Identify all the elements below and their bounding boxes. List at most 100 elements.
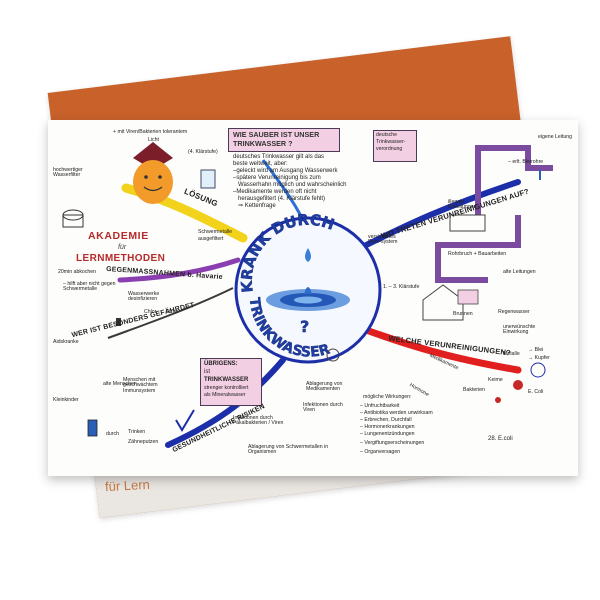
uebrigens-line: ist xyxy=(204,369,210,375)
note-ablagerung-medi: Ablagerung von Medikamenten xyxy=(306,381,343,393)
sauber-line: herausgefiltert (4. Klärstufe fehlt) xyxy=(238,196,326,202)
note-ausgefiltert: ausgefiltert xyxy=(198,236,224,242)
verordnung-line: Trinkwasser- xyxy=(376,139,406,145)
sauber-line: ⇒ Kettenfrage xyxy=(238,203,276,209)
note-keime: Keime xyxy=(488,377,503,383)
note-alte: alte Menschen xyxy=(103,381,137,387)
note-erlt: – erlt. Bleirohre xyxy=(508,159,544,165)
branch-sauber-ribbon xyxy=(261,159,305,221)
note-blei: → Blei xyxy=(528,347,544,353)
water-drop-icon xyxy=(305,248,311,262)
wirkung-item: – Hormonerkrankungen xyxy=(360,424,415,430)
note-eigene: eigene Leitung xyxy=(538,134,573,140)
pot-icon xyxy=(62,214,84,228)
note-infektionen: Infektionen durch Fäkalbakterien / Viren xyxy=(233,415,284,427)
wirkung-item: – Unfruchtbarkeit xyxy=(360,403,400,409)
house-icon xyxy=(422,284,464,321)
note-illegale: illegale Einleitungen xyxy=(448,199,477,211)
logo-line1: AKADEMIE xyxy=(88,230,149,242)
note-unerwuenscht: unerwünschte Einwirkung xyxy=(503,324,536,336)
glass-icon xyxy=(87,419,98,437)
logo-line2: LERNMETHODEN xyxy=(76,253,166,264)
uebrigens-line: ÜBRIGENS: xyxy=(204,361,238,367)
wirkung-item: – Antibiotika werden unwirksam xyxy=(360,410,433,416)
note-alte-leitungen: alte Leitungen xyxy=(503,269,536,275)
pipe-lower xyxy=(435,215,521,283)
sauber-line: beste weltweit, aber: xyxy=(233,161,288,167)
branch-risiken-ribbon xyxy=(165,357,286,448)
note-abkochen: 20min abkochen xyxy=(58,269,97,275)
note-moegliche: mögliche Wirkungen: xyxy=(363,394,412,400)
uebrigens-line: TRINKWASSER xyxy=(204,377,249,383)
note-chlor: Chlor xyxy=(144,309,157,315)
note-regenwasser: Regenwasser xyxy=(498,309,530,315)
sauber-line: –Medikamente werden oft nicht xyxy=(233,189,317,195)
note-rohrbruch: Rohrbruch + Bauarbeiten xyxy=(448,251,507,257)
note-immun: Menschen mit geschwächtem Immunsystem xyxy=(123,377,158,394)
sauber-line: Wasserhahn möglich und wahrscheinlich xyxy=(238,182,347,188)
branch-gefaehrdet-ribbon xyxy=(107,287,234,339)
wirkung-item: – Lungenentzündungen xyxy=(360,431,415,437)
pipe-upper xyxy=(475,145,553,215)
branch-gegen-ribbon xyxy=(117,257,241,283)
branch-auftreten-ribbon xyxy=(353,179,521,253)
note-wasserwerke: Wasserwerke desinfizieren xyxy=(128,291,160,303)
mindmap-drawing: KRANK DURCH TRINKWASSER xyxy=(62,142,553,448)
note-ozon: Ozon xyxy=(166,309,179,315)
note-brunnen: Brunnen xyxy=(453,311,473,317)
note-kupfer: → Kupfer xyxy=(528,355,550,361)
verordnung-line: deutsche xyxy=(376,132,398,138)
sauber-line: –spätere Verunreinigung bis zum xyxy=(233,175,321,181)
wirkung-item: – Erbrechen, Durchfall xyxy=(360,417,412,423)
verordnung-line: verordnung xyxy=(376,146,403,152)
bacteria-icon xyxy=(513,380,523,390)
uebrigens-line: als Mineralwasser xyxy=(204,392,246,398)
sauber-title: WIE SAUBER IST UNSER TRINKWASSER ? xyxy=(233,130,320,148)
mascot-face xyxy=(133,160,173,204)
note-schwermetalle: Schwermetalle xyxy=(198,229,233,235)
note-kleinkinder: Kleinkinder xyxy=(53,397,79,403)
building-icon xyxy=(449,214,486,232)
medicine-bottle-icon xyxy=(116,318,121,326)
note-klaerstufe: 1. – 3. Klärstufe xyxy=(383,284,420,290)
water-glass-icon xyxy=(200,169,216,189)
note-klaerstufe-top: (4. Klärstufe) xyxy=(188,149,218,155)
note-bakterien: Bakterien xyxy=(463,387,485,393)
note-coli: E. Coli xyxy=(528,389,544,395)
wirkung-item: – Vergiftungserscheinungen xyxy=(360,440,425,446)
wirkung-item: – Organversagen xyxy=(360,449,401,455)
center-question-mark: ? xyxy=(300,317,309,336)
splash-crown xyxy=(304,287,312,294)
checkmark-icon xyxy=(175,409,195,432)
note-hochwertig: hochwertiger Wasserfilter xyxy=(53,167,83,179)
splash-ripple-inner xyxy=(294,296,322,304)
sauber-line: deutsches Trinkwasser gilt als das xyxy=(233,154,325,160)
tank-icon xyxy=(457,289,479,305)
branch-welche-ribbon xyxy=(362,326,522,374)
mindmap-sheet: KRANK DURCH TRINKWASSER xyxy=(48,120,578,476)
note-trinken: Trinken xyxy=(128,429,146,435)
sauber-line: –geleckt wird am Ausgang Wasserwerk xyxy=(233,168,338,174)
note-metalle: Metalle xyxy=(503,351,520,357)
dropper-icon xyxy=(530,362,546,378)
note-hilft: – hilft aber nicht gegen Schwermetalle xyxy=(63,281,116,293)
mascot-eye-right xyxy=(158,175,162,179)
uebrigens-line: strenger kontrolliert xyxy=(204,385,249,391)
germ-icon xyxy=(495,397,501,403)
note-licht: Licht xyxy=(148,137,159,143)
logo-fuer: für xyxy=(118,244,127,251)
verordnung-box xyxy=(373,130,417,162)
note-viren: + mit Viren/Bakterien tolerantem xyxy=(113,129,188,135)
sauber-title-box xyxy=(228,128,340,152)
note-ablagerung-schwer: Ablagerung von Schwermetallen in Organis… xyxy=(248,444,329,456)
warning-circle-icon xyxy=(326,348,340,362)
note-infektionen-viren: Infektionen durch Viren xyxy=(303,402,343,414)
note-zaehne: Zähneputzen xyxy=(128,439,159,445)
mascot-eye-left xyxy=(144,175,148,179)
note-datum: 28. E.coli xyxy=(488,436,513,442)
mascot-smile xyxy=(143,186,163,192)
uebrigens-box xyxy=(200,358,262,406)
note-aidskranke: Aidskranke xyxy=(53,339,79,345)
note-durch: durch xyxy=(106,431,119,437)
